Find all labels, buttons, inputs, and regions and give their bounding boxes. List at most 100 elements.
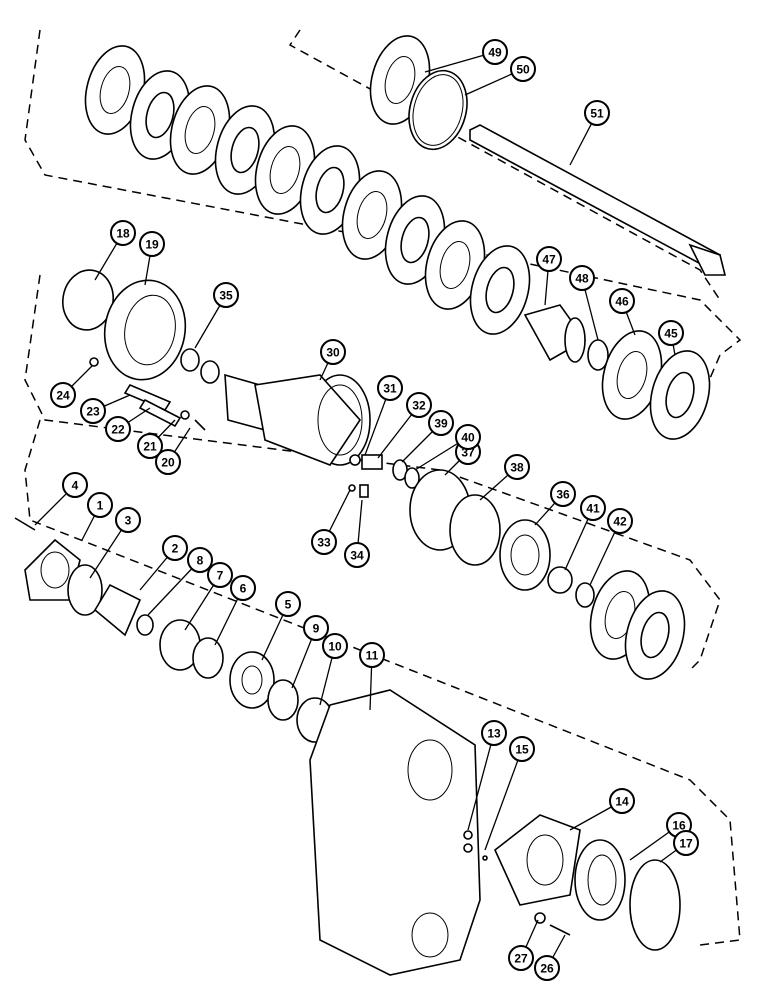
callout-label: 30	[326, 346, 340, 360]
callout-label: 11	[366, 649, 379, 663]
callout-label: 47	[542, 253, 556, 267]
callout-31: 31	[377, 375, 403, 401]
callout-7: 7	[207, 562, 233, 588]
callout-14: 14	[609, 788, 635, 814]
cover-14	[494, 814, 581, 906]
seal-16	[574, 839, 626, 921]
callout-label: 3	[125, 514, 132, 528]
callout-49: 49	[482, 39, 508, 65]
callout-3: 3	[115, 507, 141, 533]
callout-13: 13	[481, 720, 507, 746]
steel-plate-1	[84, 45, 146, 135]
callout-label: 13	[487, 727, 501, 741]
ring-8	[136, 614, 154, 636]
callout-label: 1	[97, 499, 104, 513]
callout-41: 41	[580, 495, 606, 521]
callout-label: 35	[219, 289, 233, 303]
callout-label: 5	[285, 598, 292, 612]
callout-label: 18	[116, 227, 130, 241]
plate-45	[649, 350, 711, 440]
callout-label: 20	[161, 456, 175, 470]
callout-17: 17	[673, 830, 699, 856]
screw-4	[14, 517, 36, 531]
callout-label: 41	[586, 502, 600, 516]
callout-47: 47	[536, 246, 562, 272]
callout-38: 38	[504, 454, 530, 480]
friction-plate-5	[469, 245, 531, 335]
callout-label: 15	[515, 743, 529, 757]
callout-51: 51	[584, 100, 610, 126]
callout-label: 9	[313, 622, 320, 636]
callout-4: 4	[62, 472, 88, 498]
callout-2: 2	[162, 535, 188, 561]
callout-label: 42	[613, 515, 627, 529]
leader-13	[467, 732, 495, 831]
callout-20: 20	[155, 449, 181, 475]
clutch-hub-30	[224, 373, 371, 466]
callout-1: 1	[87, 492, 113, 518]
callout-label: 49	[488, 46, 502, 60]
steel-plate-5	[424, 220, 486, 310]
callout-39: 39	[428, 410, 454, 436]
callout-45: 45	[658, 320, 684, 346]
gasket-2	[93, 583, 142, 637]
callout-48: 48	[569, 265, 595, 291]
housing-11	[309, 689, 481, 976]
bearing-6	[192, 637, 224, 679]
callout-label: 23	[86, 405, 100, 419]
callout-label: 48	[575, 272, 589, 286]
plate-46	[601, 330, 663, 420]
clutch-plate-stack	[84, 45, 531, 335]
callout-label: 40	[461, 431, 475, 445]
bearing-9	[267, 679, 299, 721]
group-outlines	[24, 29, 742, 946]
callout-40: 40	[455, 424, 481, 450]
spring-41	[547, 566, 573, 594]
callout-label: 46	[615, 295, 629, 309]
callout-label: 14	[615, 795, 629, 809]
rings-35	[180, 348, 220, 384]
callout-42: 42	[607, 508, 633, 534]
callout-10: 10	[322, 633, 348, 659]
callout-50: 50	[510, 56, 536, 82]
valve-assembly-20-24	[89, 357, 206, 431]
callout-label: 27	[514, 952, 528, 966]
callout-label: 6	[240, 582, 247, 596]
callout-35: 35	[213, 282, 239, 308]
ring-50	[408, 69, 468, 151]
callout-19: 19	[139, 231, 165, 257]
gear-5	[229, 651, 275, 709]
callout-18: 18	[110, 220, 136, 246]
callout-label: 31	[383, 382, 397, 396]
callout-23: 23	[80, 398, 106, 424]
callout-label: 19	[145, 238, 159, 252]
callout-label: 7	[217, 569, 224, 583]
leader-15	[484, 748, 523, 851]
retainer-19	[103, 279, 187, 381]
callout-26: 26	[534, 955, 560, 981]
callout-label: 2	[172, 542, 179, 556]
callout-32: 32	[406, 392, 432, 418]
callout-8: 8	[187, 547, 213, 573]
callout-label: 22	[111, 423, 125, 437]
callout-27: 27	[508, 945, 534, 971]
callout-label: 51	[590, 107, 604, 121]
callout-label: 38	[510, 461, 524, 475]
callout-label: 21	[143, 440, 157, 454]
callout-label: 45	[664, 327, 678, 341]
callout-11: 11	[359, 642, 385, 668]
callout-36: 36	[550, 481, 576, 507]
drum-47	[523, 304, 587, 363]
piston-36	[499, 519, 551, 591]
o-ring-17	[629, 859, 681, 951]
small-parts-31-40	[348, 454, 501, 566]
callout-6: 6	[230, 575, 256, 601]
callout-label: 8	[197, 554, 204, 568]
callout-9: 9	[303, 615, 329, 641]
callout-label: 34	[350, 549, 364, 563]
callout-24: 24	[50, 382, 76, 408]
bolt-26	[549, 924, 571, 936]
callout-label: 33	[317, 536, 331, 550]
steel-plate-2	[169, 85, 231, 175]
